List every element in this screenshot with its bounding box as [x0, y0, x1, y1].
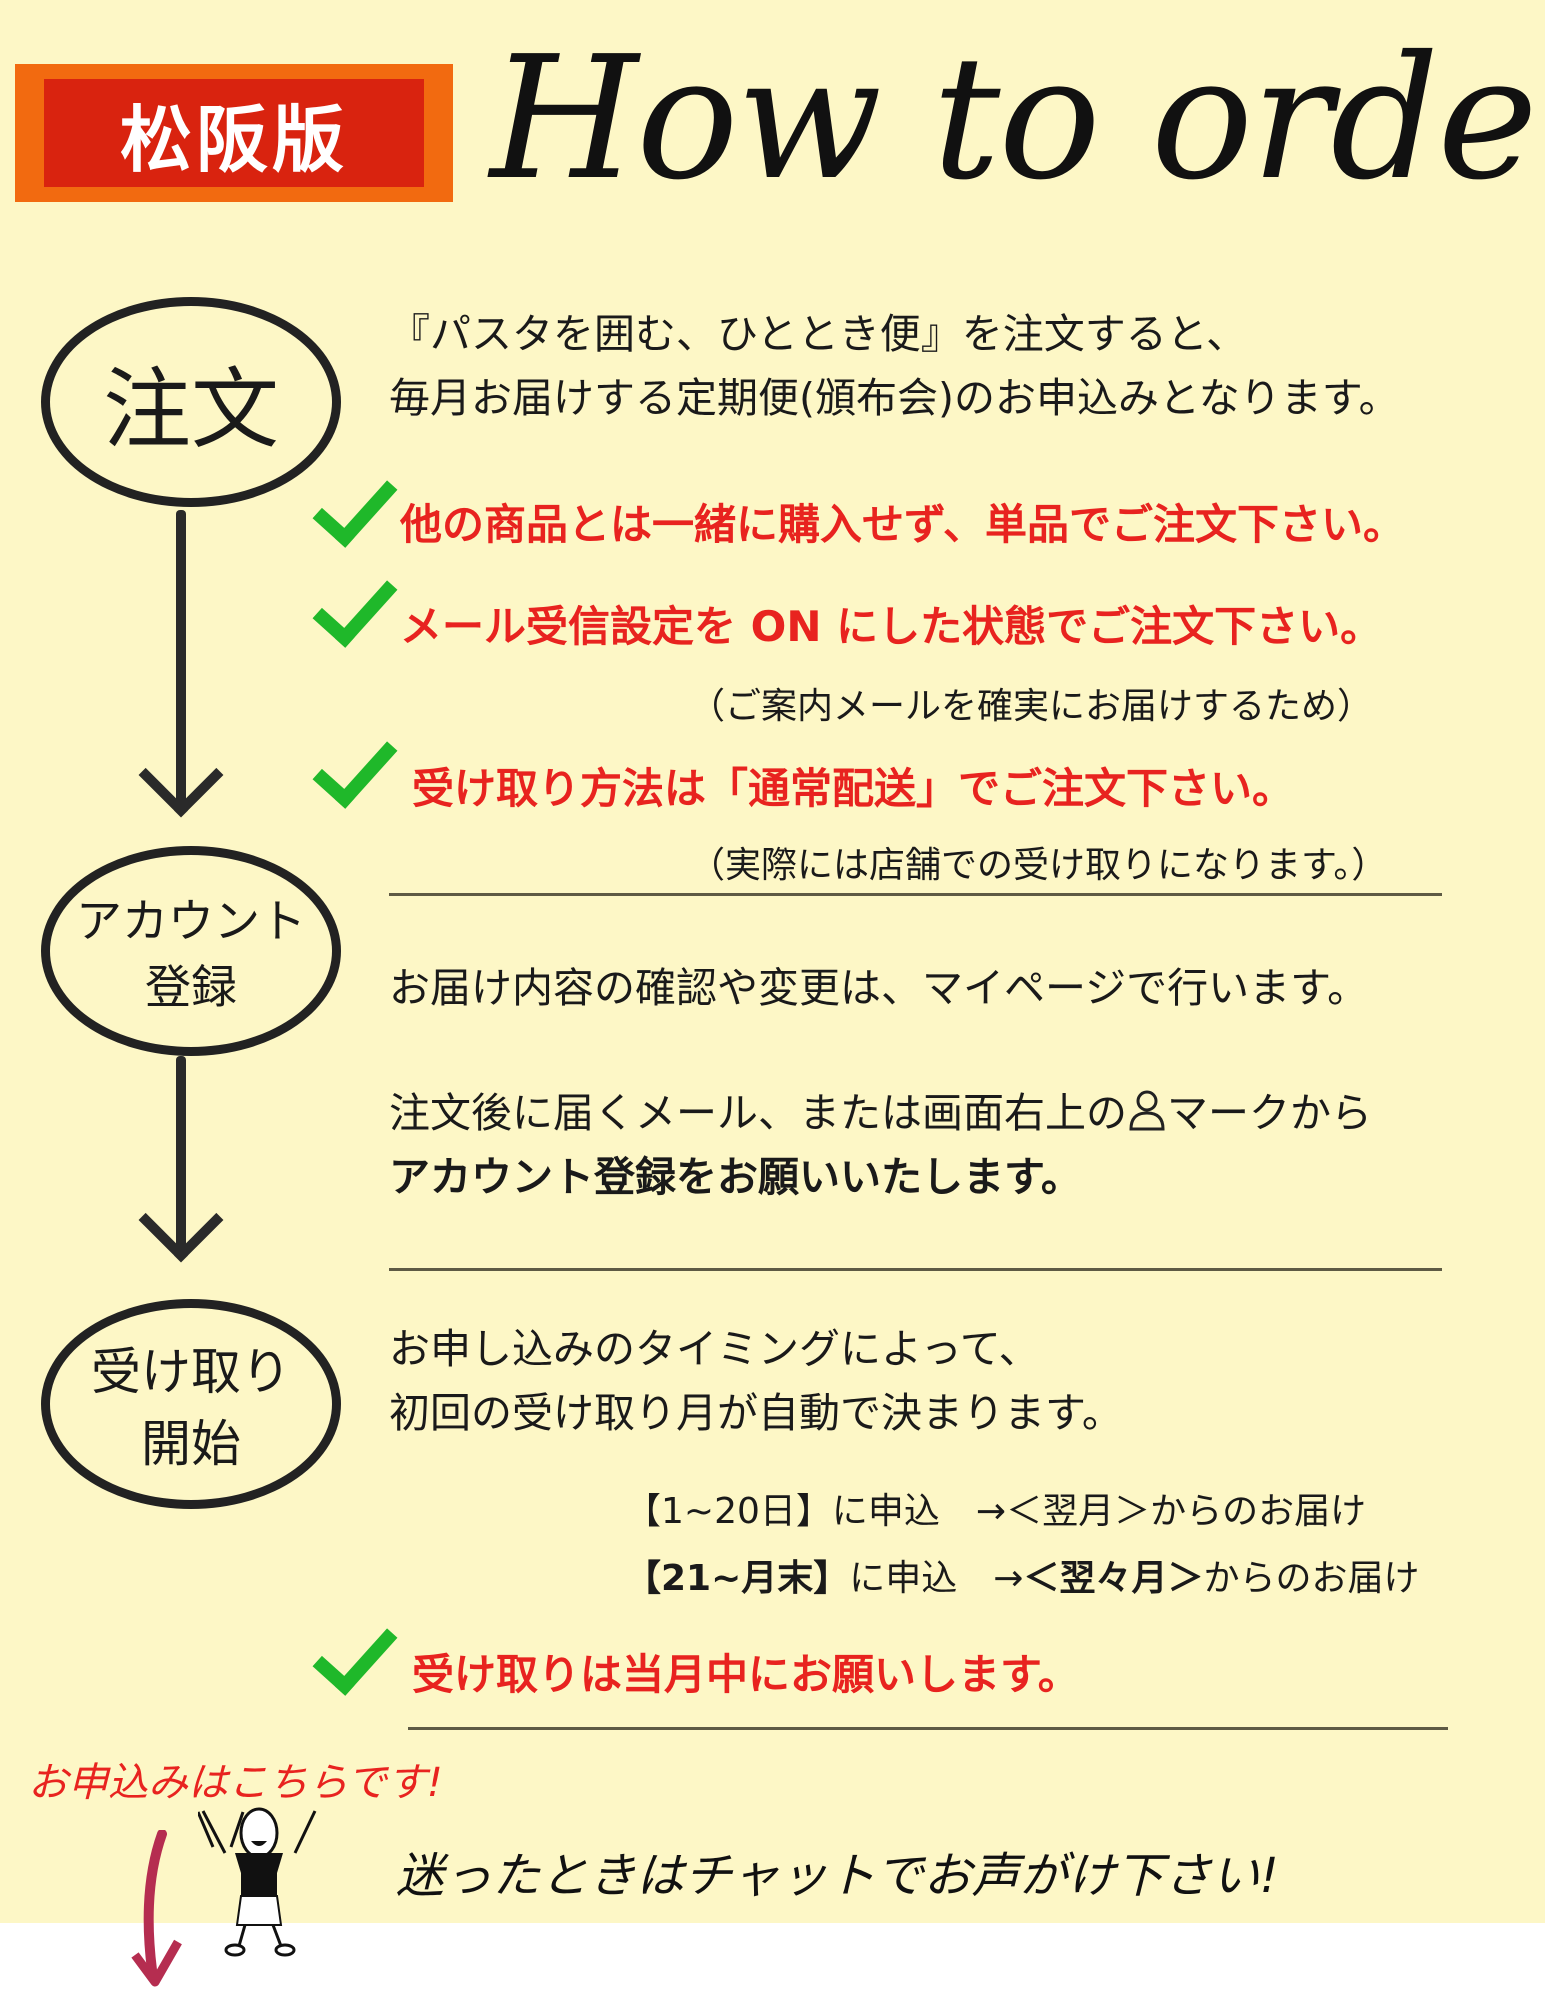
cheering-person-illustration: [201, 1807, 317, 1957]
apply-here-text: お申込みはこちらです!: [28, 1760, 443, 1806]
schedule-period: 【1~20日】: [625, 1491, 832, 1532]
account-text: お届け内容の確認や変更は、マイページで行います。: [389, 964, 1369, 1012]
cheering-person-illustration: [198, 1811, 245, 1848]
start-text: お申し込みのタイミングによって、: [389, 1325, 1040, 1373]
schedule-month: ＜翌月＞: [1006, 1491, 1151, 1532]
step-account-label: 登録: [145, 960, 237, 1014]
divider: [389, 1268, 1442, 1271]
region-badge: 松阪版: [15, 64, 453, 202]
account-request: アカウント登録をお願いいたします。: [389, 1153, 1082, 1201]
schedule-row: 【21~月末】に申込 →＜翌々月＞からのお届け: [625, 1549, 1419, 1601]
step-start-label: 受け取り: [91, 1343, 291, 1401]
arrow-line: [176, 510, 186, 810]
step-order-label: 注文: [102, 357, 279, 461]
note: （ご案内メールを確実にお届けするため）: [689, 686, 1374, 727]
order-intro: 『パスタを囲む、ひととき便』を注文すると、: [389, 310, 1248, 358]
order-intro: 毎月お届けする定期便(頒布会)のお申込みとなります。: [389, 374, 1400, 422]
start-text: 初回の受け取り月が自動で決まります。: [389, 1389, 1123, 1437]
schedule-row: 【1~20日】に申込 →＜翌月＞からのお届け: [625, 1482, 1366, 1534]
step-order-circle: 注文: [41, 297, 341, 507]
schedule-apply: に申込 →: [831, 1491, 1007, 1532]
step-account-circle: アカウント 登録: [41, 846, 341, 1056]
schedule-tail: からのお届け: [1203, 1558, 1420, 1599]
account-text: 注文後に届くメール、または画面右上のマークから: [389, 1079, 1372, 1139]
notice-pickup-month: 受け取りは当月中にお願いします。: [412, 1650, 1080, 1699]
note: （実際には店舗での受け取りになります。）: [689, 845, 1388, 886]
account-text-a: 注文後に届くメール、または画面右上の: [389, 1089, 1127, 1137]
notice-email-setting: メール受信設定を ON にした状態でご注文下さい。: [400, 602, 1383, 651]
user-icon: [1127, 1089, 1167, 1131]
schedule-apply: に申込 →: [849, 1558, 1024, 1599]
chat-prompt-text: 迷ったときはチャットでお声がけ下さい!: [396, 1848, 1279, 1904]
schedule-month: ＜翌々月＞: [1023, 1558, 1204, 1599]
divider: [389, 893, 1442, 896]
notice-single-item: 他の商品とは一緒に購入せず、単品でご注文下さい。: [400, 500, 1406, 549]
account-text-b: マークから: [1167, 1089, 1372, 1137]
step-account-label: アカウント: [76, 894, 306, 948]
page-title: How to order: [490, 20, 1545, 218]
step-start-circle: 受け取り 開始: [41, 1299, 341, 1509]
divider: [408, 1727, 1448, 1730]
step-start-label: 開始: [141, 1415, 241, 1473]
badge-text: 松阪版: [44, 79, 424, 187]
arrow-down-icon: [131, 1830, 182, 1987]
schedule-tail: からのお届け: [1150, 1491, 1367, 1532]
schedule-period: 【21~月末】: [625, 1558, 850, 1599]
arrow-line: [176, 1056, 186, 1256]
notice-delivery-method: 受け取り方法は「通常配送」でご注文下さい。: [412, 764, 1295, 813]
